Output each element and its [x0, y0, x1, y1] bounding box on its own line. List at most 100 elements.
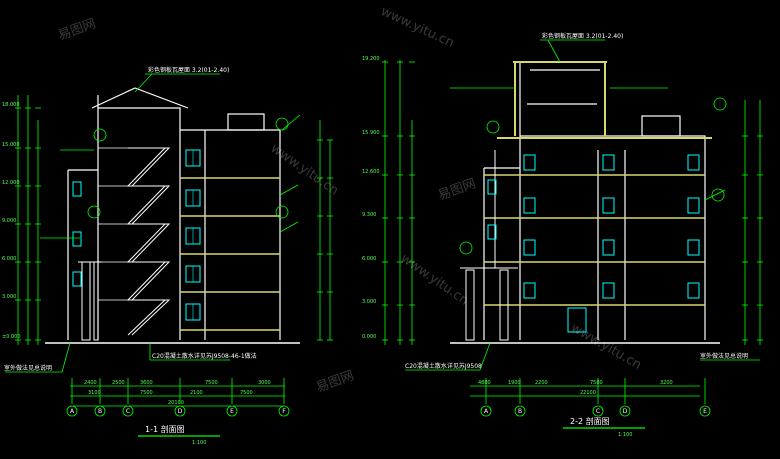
- right-detail-markers: [459, 97, 727, 255]
- right-window-1-2: [602, 154, 615, 171]
- left-axis-bubble-2: [94, 405, 106, 417]
- left-side-window-3: [72, 271, 82, 287]
- right-dim-top-4: 7500: [590, 380, 603, 386]
- left-axis-label-6: F: [282, 408, 286, 415]
- right-window-3-1: [523, 239, 536, 256]
- right-axis-label-4: D: [623, 408, 628, 415]
- right-axis-bubble-1: [480, 405, 492, 417]
- right-dim-top-1: 4800: [478, 380, 491, 386]
- right-bottom-note: C20混凝土散水详见苏J9508: [405, 362, 482, 370]
- left-dim-top-5: 3000: [258, 380, 271, 386]
- right-window-4-3: [687, 282, 700, 299]
- left-callout-leaders: [5, 73, 230, 373]
- left-section: [5, 73, 333, 407]
- right-section-title: 2-2 剖面图: [570, 416, 610, 426]
- right-dim-top-2: 1900: [508, 380, 521, 386]
- left-top-note: 彩色钢板瓦屋面 3.2(01-2.40): [148, 66, 229, 74]
- left-bottom-note: C20混凝土散水详见苏J9508-46-1做法: [152, 352, 257, 360]
- right-window-4-1: [523, 282, 536, 299]
- left-windows: [72, 149, 201, 321]
- left-elevation-6: 3.000: [2, 294, 16, 300]
- right-axis-label-3: C: [596, 408, 600, 415]
- left-axis-label-2: B: [98, 408, 102, 415]
- left-side-window-1: [72, 181, 82, 197]
- left-elevation-7: ±0.000: [2, 334, 21, 340]
- right-axis-bubble-5: [699, 405, 711, 417]
- left-dimension-labels: 2400 2500 3600 7500 3000 3100 7500 2100 …: [84, 380, 271, 406]
- left-section-title: 1-1 剖面图: [145, 424, 185, 434]
- right-title-block: 2-2 剖面图 1:100: [563, 416, 645, 438]
- left-elevation-scale: [17, 95, 39, 345]
- left-staircase: [126, 147, 171, 336]
- right-floor-bands: [484, 174, 705, 306]
- left-axis-bubbles: A B C D E F: [66, 405, 290, 417]
- left-dim-bottom-4: 7500: [240, 390, 253, 396]
- left-axis-bubble-6: [278, 405, 290, 417]
- right-window-4-2: [602, 282, 615, 299]
- left-elevation-5: 6.000: [2, 256, 16, 262]
- left-elevation-labels: 18.000 15.000 12.000 9.000 6.000 3.000 ±0.000: [2, 102, 21, 340]
- right-elevation-labels: 19.200 15.900 12.600 9.300 6.000 3.000 0.000: [362, 56, 380, 340]
- right-axis-label-5: E: [703, 408, 707, 415]
- right-elevation-6: 3.000: [362, 299, 376, 305]
- right-window-1-1: [523, 154, 536, 171]
- right-elevation-4: 9.300: [362, 212, 376, 218]
- left-axis-bubble-1: [66, 405, 78, 417]
- right-axis-label-1: A: [484, 408, 489, 415]
- right-elevation-5: 6.000: [362, 256, 376, 262]
- right-elevation-2: 15.900: [362, 130, 380, 136]
- right-elevation-3: 12.600: [362, 169, 380, 175]
- right-elevation-1: 19.200: [362, 56, 380, 62]
- left-axis-bubble-3: [122, 405, 134, 417]
- left-axis-label-5: E: [230, 408, 234, 415]
- left-title-block: 1-1 剖面图 1:100: [138, 424, 220, 446]
- left-axis-label-4: D: [178, 408, 183, 415]
- left-side-note: 室外做法见总说明: [4, 364, 52, 372]
- right-side-note: 室外做法见总说明: [700, 352, 748, 360]
- right-dim-top-5: 3200: [660, 380, 673, 386]
- left-axis-bubble-5: [226, 405, 238, 417]
- left-elevation-1: 18.000: [2, 102, 20, 108]
- left-dim-bottom-2: 7500: [140, 390, 153, 396]
- right-window-2-3: [687, 197, 700, 214]
- left-elevation-ticks: [15, 107, 41, 341]
- right-window-2-1: [523, 197, 536, 214]
- right-axis-bubble-3: [592, 405, 604, 417]
- left-elevation-3: 12.000: [2, 180, 20, 186]
- right-window-2-2: [602, 197, 615, 214]
- right-axis-label-2: B: [518, 408, 522, 415]
- left-elevation-4: 9.000: [2, 218, 16, 224]
- right-dim-total: 22100: [580, 390, 596, 396]
- right-side-window-2: [487, 224, 497, 240]
- left-entrance-columns: [78, 261, 102, 341]
- left-dim-bottom-1: 3100: [88, 390, 101, 396]
- left-side-window-2: [72, 231, 82, 247]
- right-entrance-door: [567, 307, 587, 333]
- right-axis-bubbles: A B C D E: [480, 405, 711, 417]
- right-windows: [487, 154, 700, 299]
- right-window-3-3: [687, 239, 700, 256]
- right-side-window-1: [487, 179, 497, 195]
- right-top-note: 彩色钢板瓦屋面 3.2(01-2.40): [542, 32, 623, 40]
- right-elevation-7: 0.000: [362, 334, 376, 340]
- right-right-dimension: [704, 100, 761, 345]
- right-section: [382, 39, 763, 404]
- left-elevation-2: 15.000: [2, 142, 20, 148]
- right-entrance-columns: [460, 150, 518, 341]
- right-elevation-ticks: [382, 61, 415, 341]
- right-roof-trim: [497, 61, 712, 139]
- right-dim-top-3: 2200: [535, 380, 548, 386]
- left-bottom-dimensions: [70, 385, 285, 407]
- right-window-1-3: [687, 154, 700, 171]
- left-dim-total: 20100: [168, 400, 184, 406]
- right-section-scale: 1:100: [618, 432, 632, 438]
- left-axis-label-1: A: [70, 408, 75, 415]
- drawing-labels: 彩色钢板瓦屋面 3.2(01-2.40) C20混凝土散水详见苏J9508-46…: [4, 32, 748, 372]
- right-axis-bubble-4: [619, 405, 631, 417]
- left-right-dimension: [279, 114, 331, 340]
- left-dim-top-1: 2400: [84, 380, 97, 386]
- left-axis-label-3: C: [126, 408, 130, 415]
- right-callout-leaders: [405, 39, 760, 371]
